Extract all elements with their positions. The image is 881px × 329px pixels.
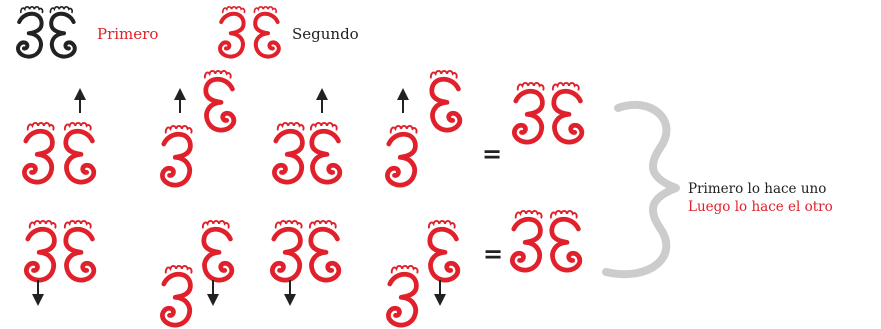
step-up-2 xyxy=(162,71,233,185)
result-down xyxy=(512,211,579,270)
equals-sign: = xyxy=(482,140,502,168)
step-down-4 xyxy=(388,221,457,325)
result-up xyxy=(514,83,581,142)
note-line-2: Luego lo hace el otro xyxy=(688,199,833,215)
legend-first-label: Primero xyxy=(97,25,158,43)
step-down-1 xyxy=(26,221,93,280)
step-down-2 xyxy=(162,221,231,325)
step-up-4 xyxy=(387,71,459,185)
row-down: = xyxy=(26,211,579,325)
row-up: = xyxy=(24,71,581,185)
step-up-1 xyxy=(24,123,93,182)
legend-first-feet-icon xyxy=(18,7,75,57)
note-line-1: Primero lo hace uno xyxy=(688,181,826,197)
legend-second-label: Segundo xyxy=(292,25,359,43)
equals-sign: = xyxy=(483,240,503,268)
legend-second-feet-icon xyxy=(220,7,279,57)
step-down-3 xyxy=(272,221,338,280)
legend: Primero Segundo xyxy=(18,7,359,57)
curly-brace-icon xyxy=(602,100,680,279)
step-up-3 xyxy=(274,123,339,182)
